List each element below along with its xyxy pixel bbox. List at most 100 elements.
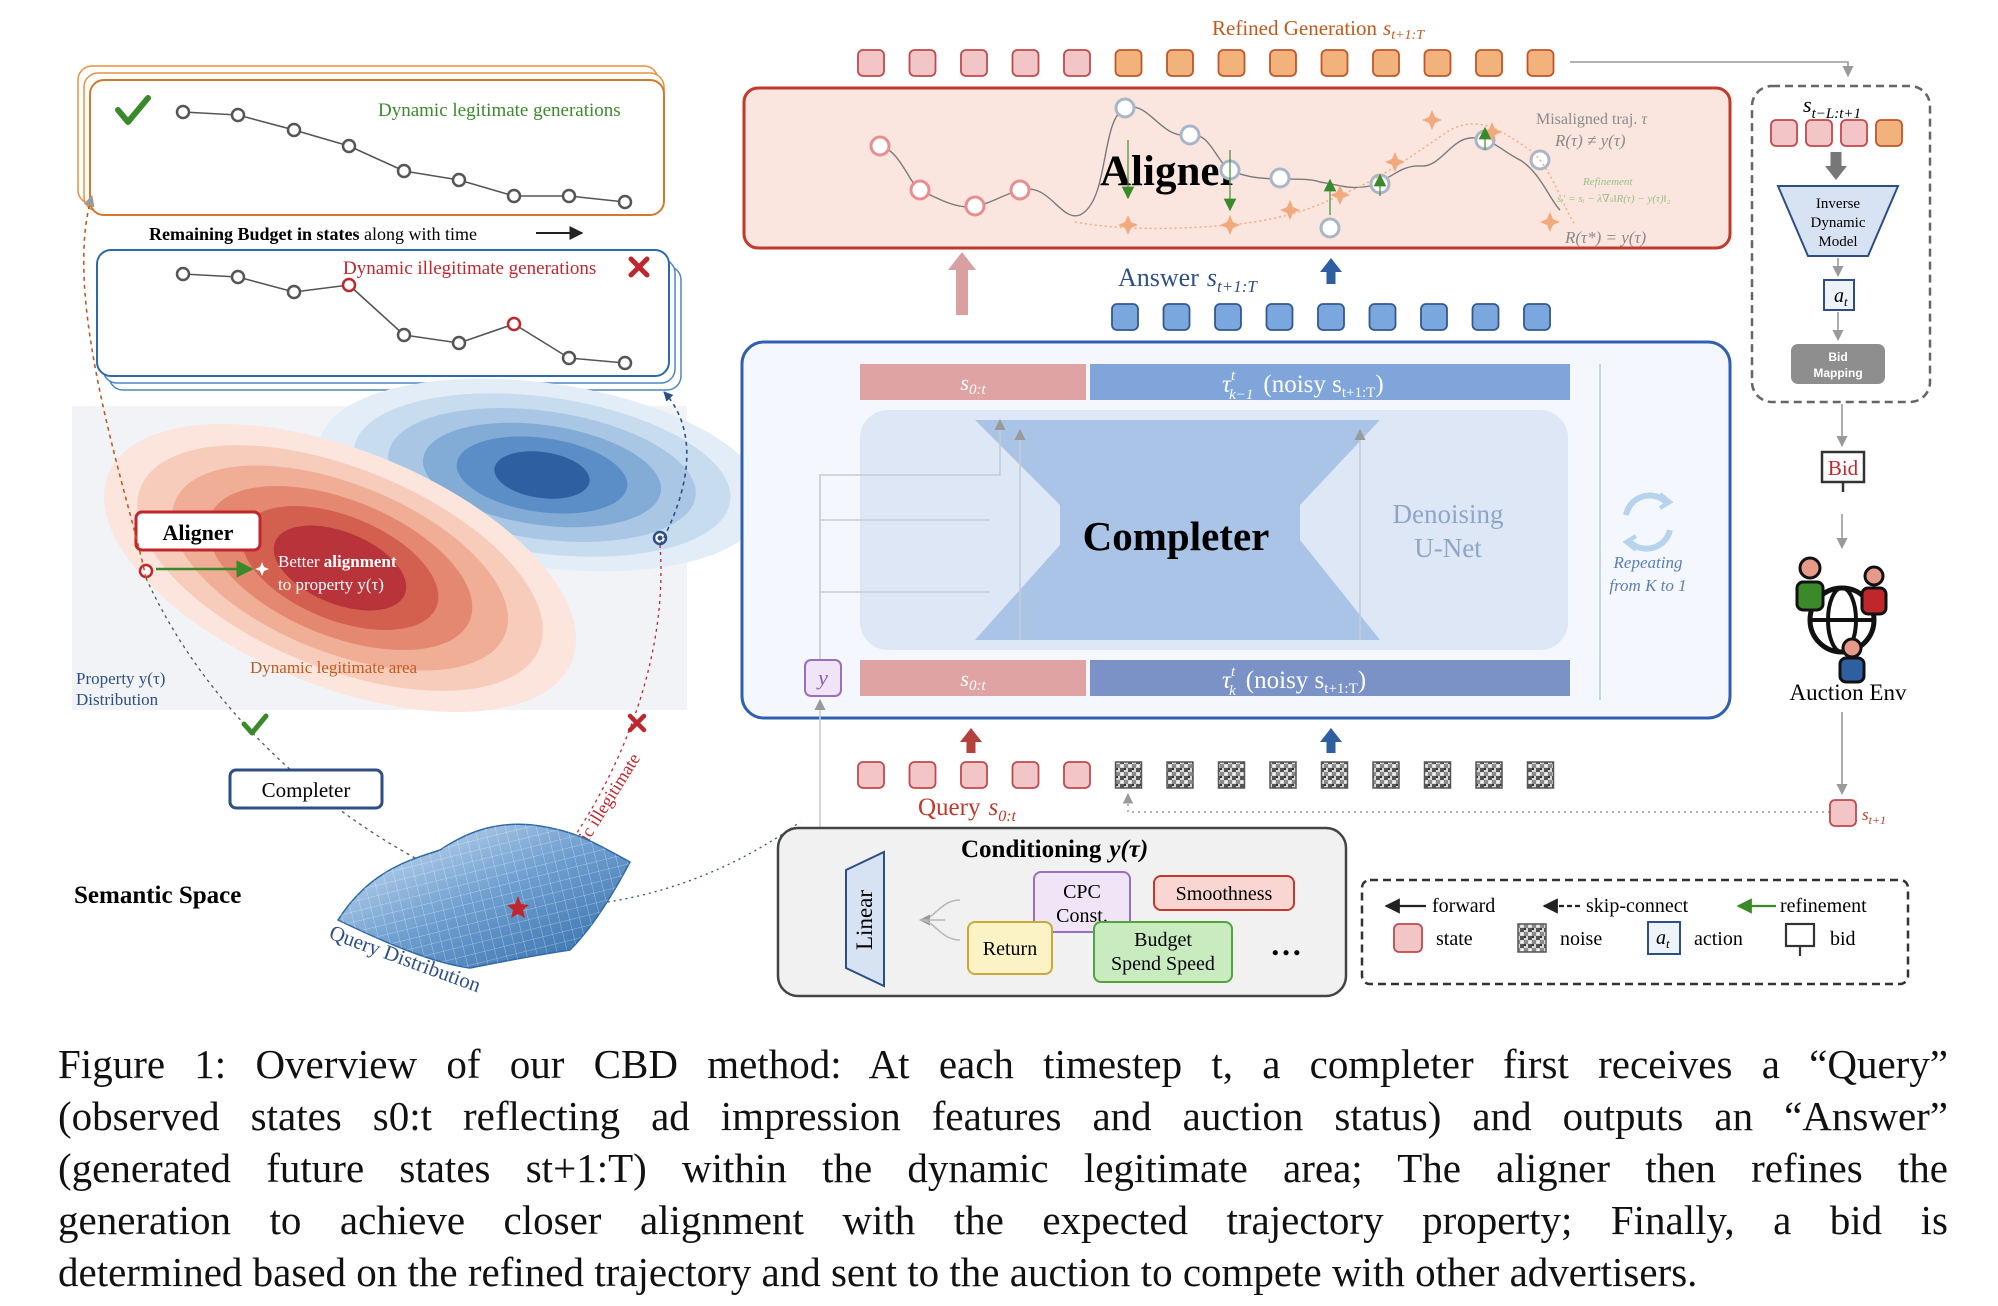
caption-line-1: Figure 1: Overview of our CBD method: At…: [58, 1041, 1948, 1087]
top-state-bar: [860, 364, 1086, 400]
misaligned-line-text: Misaligned traj.: [1536, 111, 1637, 128]
better-line-1b: alignment: [324, 552, 397, 571]
window-state-3: [1840, 119, 1868, 147]
bidder-body-2: [1860, 586, 1888, 616]
aligned-star-6: [1422, 110, 1442, 130]
aligner-title: Aligner: [1100, 148, 1239, 195]
window-state-1: [1770, 119, 1798, 147]
top-state-var: s: [960, 370, 969, 395]
caption-line-2: (observed states s0:t reflecting ad impr…: [58, 1093, 1948, 1139]
legit-segment-6: [458, 179, 515, 197]
aligner-node-5: [1114, 97, 1136, 119]
bid-mapping-box: [1791, 344, 1885, 384]
refined-state-11: [1372, 49, 1400, 77]
legend-forward: forward: [1432, 895, 1495, 917]
more-ellipsis: …: [1270, 926, 1302, 962]
answer-state-1: [1111, 303, 1139, 331]
aligned-star-1: [1118, 215, 1138, 235]
noise-block-3: [1217, 761, 1246, 789]
refined-state-12: [1423, 49, 1452, 77]
caption-line-4: generation to achieve closer alignment w…: [58, 1197, 1948, 1243]
illegit-point-3: [286, 284, 302, 300]
legit-point-4: [341, 138, 357, 154]
bidder-body-3: [1838, 656, 1866, 684]
query-state-5: [1063, 761, 1091, 789]
legend-noise: noise: [1560, 928, 1602, 950]
illegit-point-7: [506, 316, 522, 332]
unet-line-2: U-Net: [1414, 533, 1482, 563]
bottom-state-var: s: [960, 666, 969, 691]
refined-var: s: [1383, 16, 1391, 40]
cross-icon: [628, 256, 650, 278]
bid-map-line-1: Bid: [1828, 350, 1847, 364]
state-up-arrow-head: [948, 252, 976, 270]
legend-action-glyph: at: [1656, 927, 1670, 951]
legit-segment-5: [403, 170, 460, 181]
answer-states-row: [1111, 303, 1551, 331]
next-state-feedback: [1122, 792, 1842, 813]
illegit-segment-6: [458, 323, 515, 344]
answer-state-9: [1523, 303, 1551, 331]
skip-connections: [819, 418, 1366, 660]
next-state-sub: t+1: [1869, 813, 1886, 827]
action-sub: t: [1844, 294, 1848, 309]
next-state-box: [1829, 799, 1857, 827]
refined-state-8: [1217, 49, 1246, 77]
completer-title: Completer: [1083, 513, 1270, 559]
window-state-4: [1875, 119, 1903, 147]
aligned-star-7: [1482, 122, 1502, 142]
top-state-sub: 0:t: [969, 382, 986, 398]
bottom-state-bar: [860, 660, 1086, 696]
legit-point-2: [230, 107, 246, 123]
misaligned-line: Misaligned traj.τ: [1536, 111, 1648, 128]
bottom-state-sub: 0:t: [969, 678, 986, 694]
to-illegit-connector: [659, 391, 688, 546]
illegit-point-1: [175, 266, 191, 282]
budget-caption-rest: along with time: [360, 224, 477, 244]
answer-sub: t+1:T: [1217, 277, 1258, 296]
illegit-segment-4: [348, 284, 405, 336]
legit-point-9: [617, 194, 633, 210]
illegit-segment-1: [182, 273, 239, 278]
sparkle-icon: [255, 562, 269, 576]
bid-map-line-2: Mapping: [1813, 366, 1862, 380]
aligned-star-2: [1220, 215, 1240, 235]
linear-label: Linear: [852, 890, 877, 950]
answer-state-6: [1368, 303, 1397, 331]
left-aligner-label: Aligner: [163, 520, 234, 545]
left-panel: Dynamic legitimate generations Remaining…: [72, 65, 801, 997]
return-label: Return: [983, 938, 1037, 960]
answer-state-3: [1214, 303, 1242, 331]
refined-state-9: [1269, 49, 1297, 77]
window-arrow-head: [1825, 166, 1847, 180]
legend-state: state: [1436, 928, 1473, 950]
cpc-line-2: Const.: [1056, 905, 1108, 927]
legend-action: action: [1694, 928, 1743, 950]
check-small-icon: [241, 713, 269, 736]
idm-line-1: Inverse: [1816, 196, 1860, 212]
noise-block-2: [1166, 761, 1194, 789]
refined-state-3: [960, 49, 988, 77]
repeat-line-1: Repeating: [1613, 553, 1683, 572]
refined-title-text: Refined Generation: [1212, 16, 1378, 40]
aligner-node-3: [964, 195, 986, 217]
cond-var: y(τ): [1106, 836, 1148, 863]
illegit-point-4: [341, 277, 357, 293]
bottom-noisy-label: (noisy s: [1246, 667, 1324, 694]
budget-caption: Remaining Budget in states along with ti…: [149, 224, 477, 244]
aligner-node-1: [869, 135, 891, 157]
legit-area-label: Dynamic legitimate area: [250, 658, 418, 677]
noise-up-arrow-head: [1320, 728, 1342, 742]
legend-skip: skip-connect: [1586, 895, 1689, 917]
top-state-text: s0:t: [960, 370, 986, 398]
noise-block-7: [1423, 761, 1452, 789]
cbd-overview-diagram: Dynamic legitimate generations Remaining…: [72, 16, 1932, 997]
legit-segment-8: [568, 195, 626, 203]
illegit-segment-5: [403, 334, 460, 344]
misaligned-trajectory-line: [879, 106, 1561, 217]
refined-states-row: [857, 49, 1555, 77]
illegit-point-9: [617, 355, 633, 371]
top-tau: τ: [1222, 371, 1232, 398]
